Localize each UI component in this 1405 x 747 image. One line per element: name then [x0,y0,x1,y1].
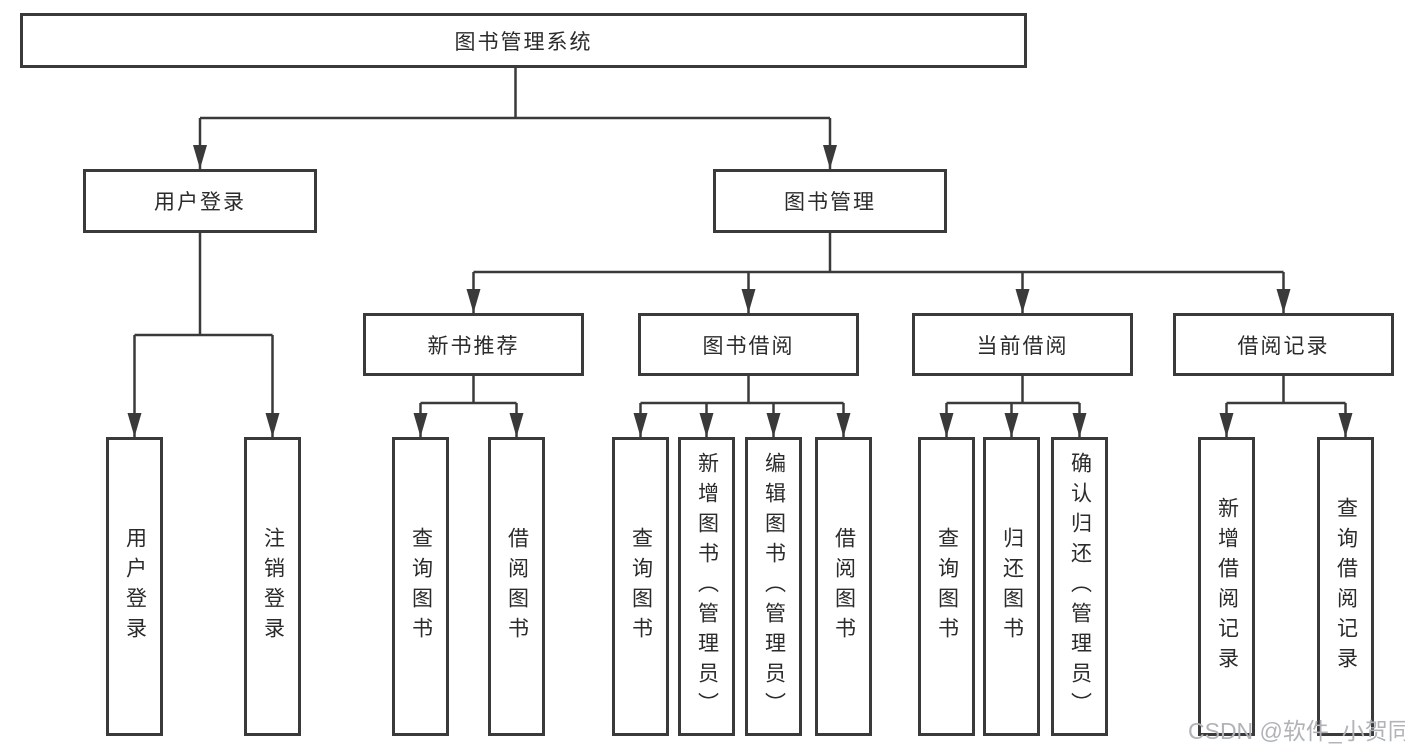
node-label: 图书管理系统 [454,30,593,54]
node-label: 图书管理 [784,191,876,214]
leaf-label: 新增图书（管理员） [695,451,719,722]
leaf-label: 借阅图书 [505,526,529,647]
leaf-add-borrow-record: 新增借阅记录 [1198,437,1255,736]
connector-current-borrow [939,376,1087,437]
leaf-query-books-current: 查询图书 [918,437,975,736]
connector-book-borrow [633,376,851,437]
connector-new-book-recommend [413,376,524,437]
leaf-label: 查询图书 [629,526,653,647]
leaf-label: 注销登录 [261,526,285,647]
node-borrow-records: 借阅记录 [1173,313,1394,376]
leaf-user-login: 用户登录 [106,437,163,736]
node-label: 图书借阅 [702,334,795,358]
leaf-label: 新增借阅记录 [1215,496,1239,677]
leaf-label: 查询图书 [409,526,433,647]
node-book-borrow: 图书借阅 [638,313,859,376]
leaf-confirm-return-admin: 确认归还（管理员） [1051,437,1108,736]
node-label: 借阅记录 [1237,334,1330,358]
connector-root [193,68,837,169]
leaf-edit-books-admin: 编辑图书（管理员） [745,437,802,736]
leaf-borrow-books: 借阅图书 [815,437,872,736]
connector-user-login [127,233,280,437]
leaf-logout: 注销登录 [244,437,301,736]
leaf-label: 编辑图书（管理员） [762,451,786,722]
leaf-label: 确认归还（管理员） [1068,451,1092,722]
node-label: 当前借阅 [976,334,1069,358]
leaf-borrow-books-recommend: 借阅图书 [488,437,545,736]
connector-borrow-records [1219,376,1353,437]
leaf-return-books: 归还图书 [983,437,1040,736]
leaf-label: 借阅图书 [832,526,856,647]
leaf-label: 查询借阅记录 [1334,496,1358,677]
node-label: 新书推荐 [427,334,520,358]
node-current-borrow: 当前借阅 [912,313,1133,376]
leaf-query-books-recommend: 查询图书 [392,437,449,736]
leaf-label: 用户登录 [123,526,147,647]
node-root-library-system: 图书管理系统 [20,13,1027,68]
node-book-management: 图书管理 [713,169,947,233]
leaf-query-books-borrow: 查询图书 [612,437,669,736]
node-new-book-recommend: 新书推荐 [363,313,584,376]
csdn-watermark: CSDN @软件_小贺同学 [1188,718,1405,744]
leaf-label: 查询图书 [935,526,959,647]
node-user-login: 用户登录 [83,169,317,233]
leaf-add-books-admin: 新增图书（管理员） [678,437,735,736]
connector-book-management [466,233,1291,313]
leaf-label: 归还图书 [1000,526,1024,647]
node-label: 用户登录 [154,191,246,214]
leaf-query-borrow-record: 查询借阅记录 [1317,437,1374,736]
